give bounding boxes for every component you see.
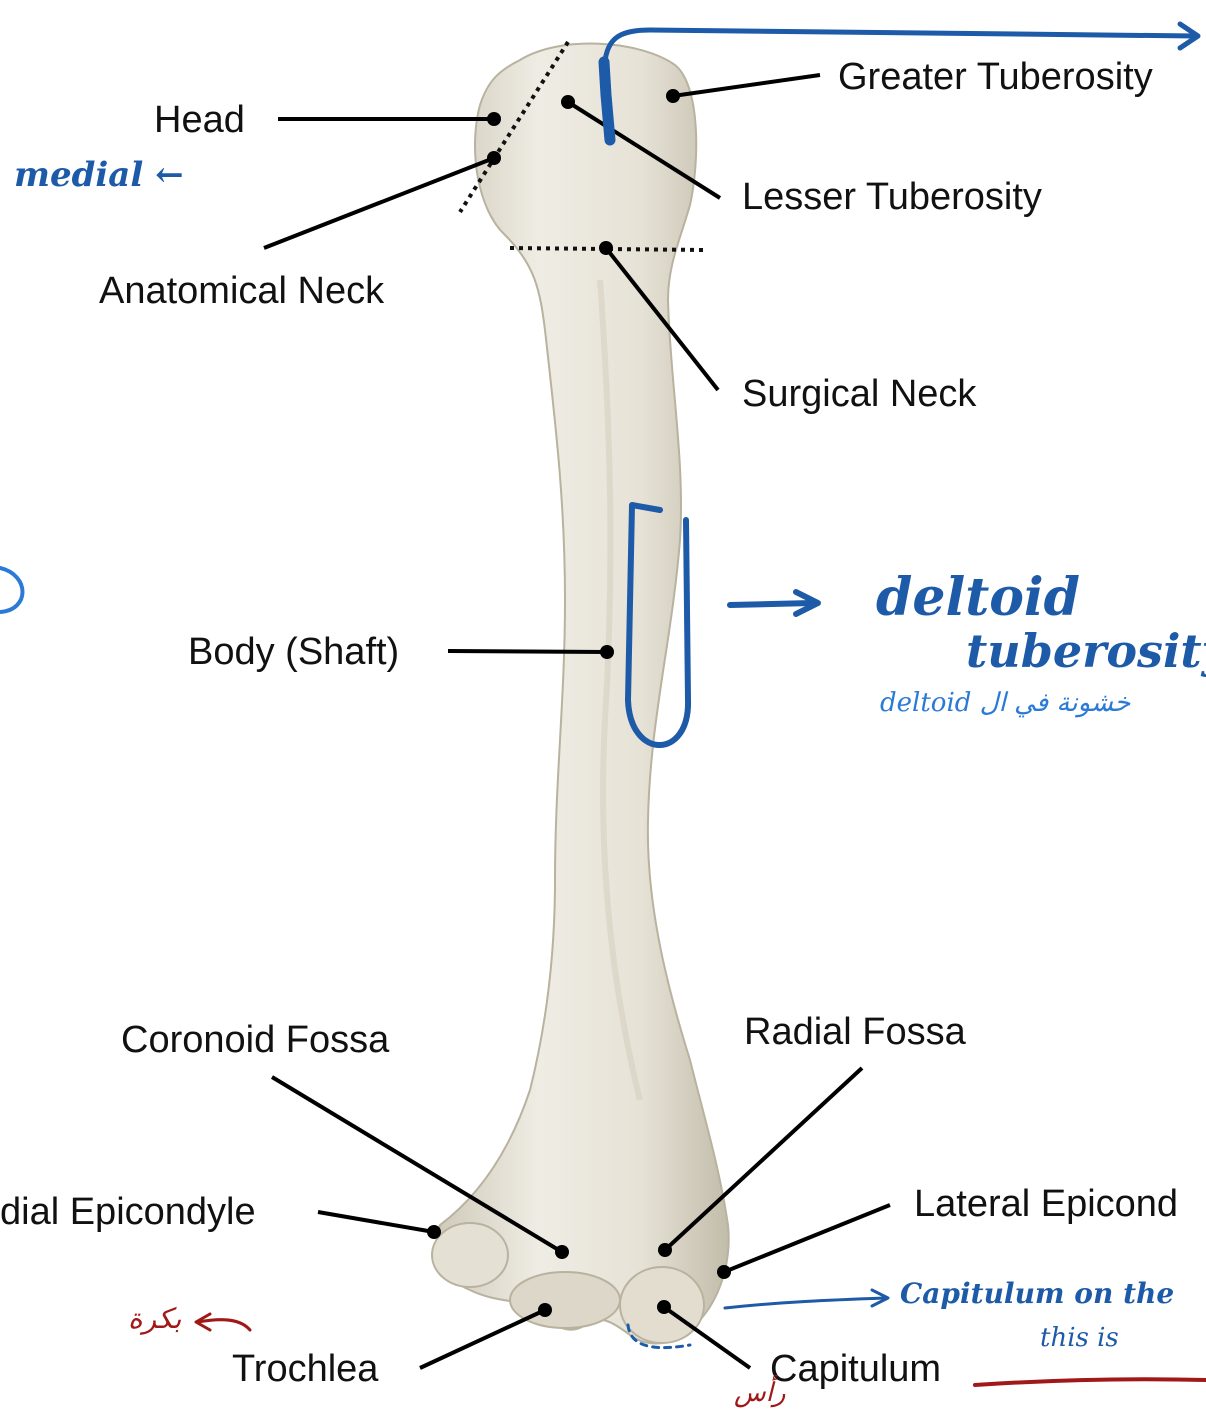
lateral-epicondyle-dot <box>717 1265 731 1279</box>
body-shaft-dot <box>600 645 614 659</box>
medial-epicondyle-shape <box>432 1223 508 1287</box>
radial-fossa-dot <box>658 1243 672 1257</box>
trochlea-red-arrow <box>196 1314 250 1330</box>
label-greater-tuberosity: Greater Tuberosity <box>838 58 1153 96</box>
note-tuberosity: tuberosity <box>966 628 1206 674</box>
surgical-neck-dot <box>599 241 613 255</box>
label-coronoid-fossa: Coronoid Fossa <box>121 1021 389 1059</box>
humerus-bone <box>437 44 729 1344</box>
label-medial-epicondyle: dial Epicondyle <box>0 1193 256 1231</box>
label-radial-fossa: Radial Fossa <box>744 1013 966 1051</box>
label-surgical-neck: Surgical Neck <box>742 375 976 413</box>
trochlea-dot <box>538 1303 552 1317</box>
deltoid-arrow-line <box>730 603 812 605</box>
left-edge-scribble <box>0 568 23 612</box>
note-medial: medial ← <box>14 158 184 192</box>
label-lateral-epicondyle: Lateral Epicond <box>914 1185 1178 1223</box>
greater-tuberosity-dot <box>666 89 680 103</box>
lateral-epicondyle-leader <box>724 1205 890 1272</box>
capitulum-arrow-line <box>725 1298 885 1308</box>
note-deltoid-arabic: deltoid خشونة في ال <box>880 690 1130 716</box>
capitulum-underline <box>975 1379 1206 1385</box>
anatomical-neck-dot <box>487 151 501 165</box>
medial-epicondyle-leader <box>318 1212 434 1232</box>
head-dot <box>487 112 501 126</box>
label-capitulum: Capitulum <box>770 1350 941 1388</box>
body-shaft-leader <box>448 651 607 652</box>
intertubercular-groove-stroke <box>604 62 610 140</box>
label-trochlea: Trochlea <box>232 1350 378 1388</box>
trochlea-leader <box>420 1310 545 1368</box>
medial-epicondyle-dot <box>427 1225 441 1239</box>
coronoid-fossa-dot <box>555 1245 569 1259</box>
label-anatomical-neck: Anatomical Neck <box>99 272 384 310</box>
capitulum-dot <box>657 1300 671 1314</box>
anatomical-neck-leader <box>264 158 494 248</box>
note-capitulum-1: Capitulum on the <box>900 1280 1174 1308</box>
label-body-shaft: Body (Shaft) <box>188 633 399 671</box>
label-lesser-tuberosity: Lesser Tuberosity <box>742 178 1042 216</box>
lesser-tuberosity-dot <box>561 95 575 109</box>
note-capitulum-arabic: رأس <box>734 1380 786 1406</box>
note-capitulum-2: this is <box>1040 1325 1119 1351</box>
note-deltoid: deltoid <box>876 572 1080 624</box>
greater-tuberosity-leader <box>673 75 820 96</box>
note-trochlea-arabic: بكرة <box>128 1305 181 1333</box>
label-head: Head <box>154 101 245 139</box>
